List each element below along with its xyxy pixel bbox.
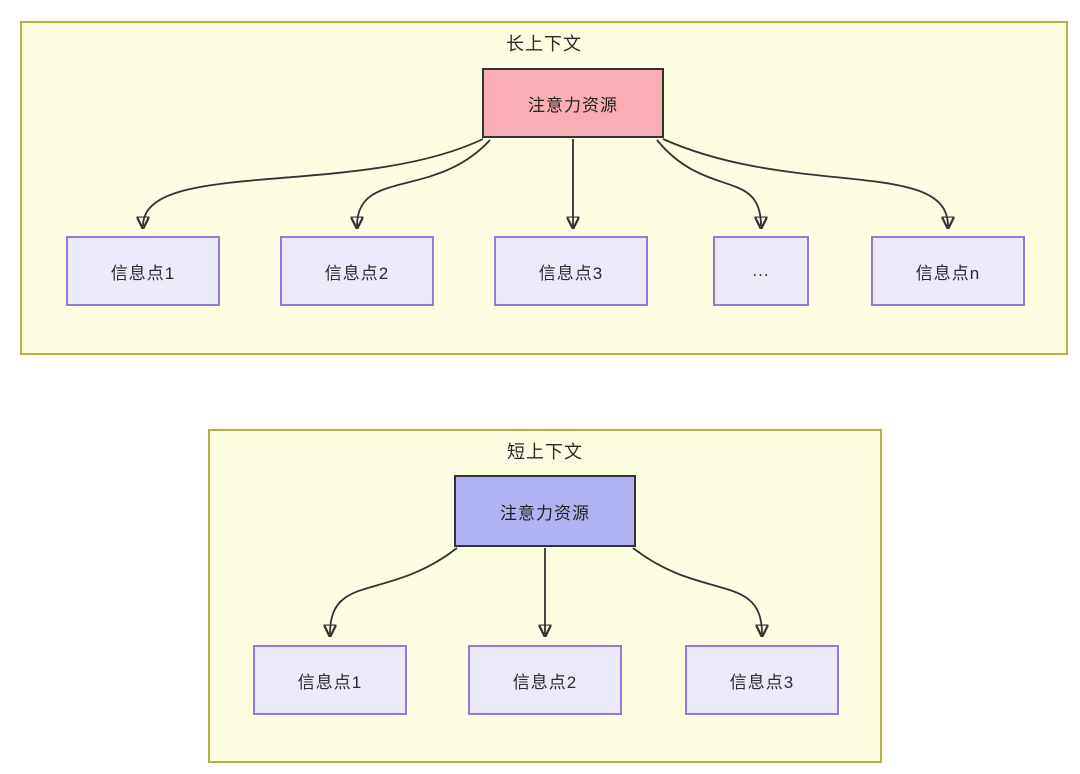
node-label: 信息点1 xyxy=(297,672,363,692)
long-context-attention-label: 注意力资源 xyxy=(528,95,618,115)
short-context-node-2: 信息点2 xyxy=(468,645,622,715)
long-context-node-ellipsis: ... xyxy=(713,236,809,306)
node-label: 信息点2 xyxy=(512,672,578,692)
long-context-node-1: 信息点1 xyxy=(66,236,220,306)
short-context-node-1: 信息点1 xyxy=(253,645,407,715)
node-label: 信息点n xyxy=(915,263,981,283)
node-label: 信息点2 xyxy=(324,263,390,283)
short-context-attention-box: 注意力资源 xyxy=(454,475,636,547)
short-context-attention-label: 注意力资源 xyxy=(500,503,590,523)
long-context-attention-box: 注意力资源 xyxy=(482,68,664,138)
long-context-title: 长上下文 xyxy=(506,34,582,54)
node-label: 信息点3 xyxy=(729,672,795,692)
long-context-node-2: 信息点2 xyxy=(280,236,434,306)
short-context-title: 短上下文 xyxy=(507,442,583,462)
long-context-node-3: 信息点3 xyxy=(494,236,648,306)
node-label: 信息点3 xyxy=(538,263,604,283)
node-label: 信息点1 xyxy=(110,263,176,283)
long-context-node-n: 信息点n xyxy=(871,236,1025,306)
short-context-node-3: 信息点3 xyxy=(685,645,839,715)
node-label: ... xyxy=(752,261,770,280)
